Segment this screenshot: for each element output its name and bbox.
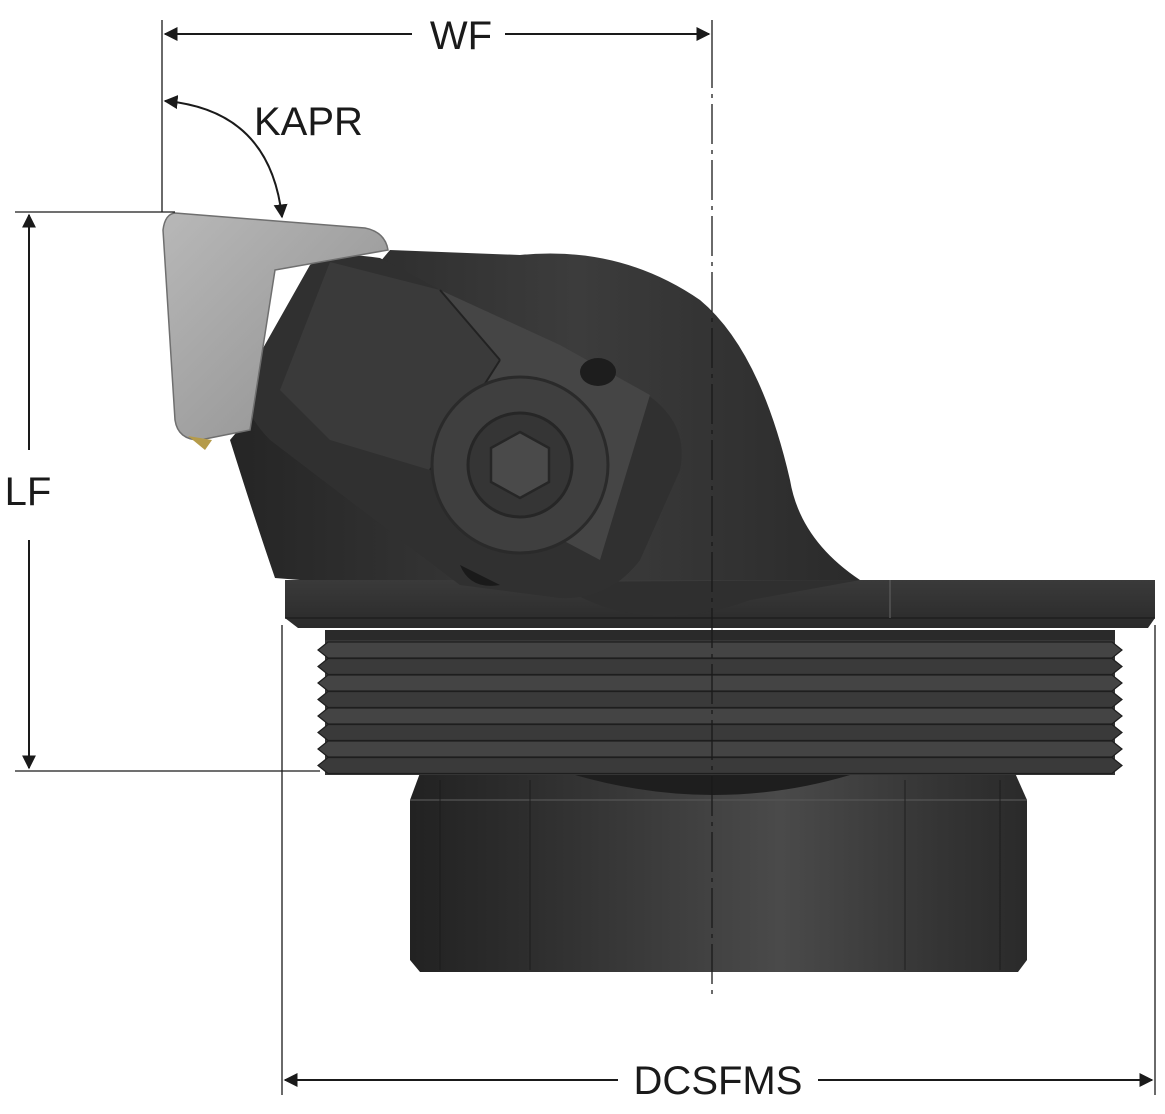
dimension-lf: LF [5, 211, 320, 772]
thread-ridge [317, 723, 1123, 742]
dimension-kapr: KAPR [163, 95, 363, 219]
thread-ridge [317, 674, 1123, 692]
dcsfms-label: DCSFMS [634, 1059, 803, 1103]
thread-ridge [317, 690, 1123, 709]
cutting-insert [162, 212, 389, 450]
wf-label: WF [430, 14, 492, 58]
thread-ridge [317, 740, 1123, 758]
kapr-label: KAPR [254, 100, 363, 144]
shank-cylinder [410, 773, 1027, 972]
dimension-dcsfms: DCSFMS [281, 625, 1156, 1103]
thread-ridge [317, 707, 1123, 725]
thread-ridge [317, 641, 1123, 659]
hex-socket-screw-icon [430, 375, 610, 555]
dimension-wf: WF [161, 14, 713, 212]
thread-ridge [317, 657, 1123, 676]
kapr-angle-arc [163, 95, 288, 219]
thread-ridge [317, 756, 1123, 775]
lf-label: LF [5, 470, 52, 514]
threaded-section [317, 630, 1123, 775]
